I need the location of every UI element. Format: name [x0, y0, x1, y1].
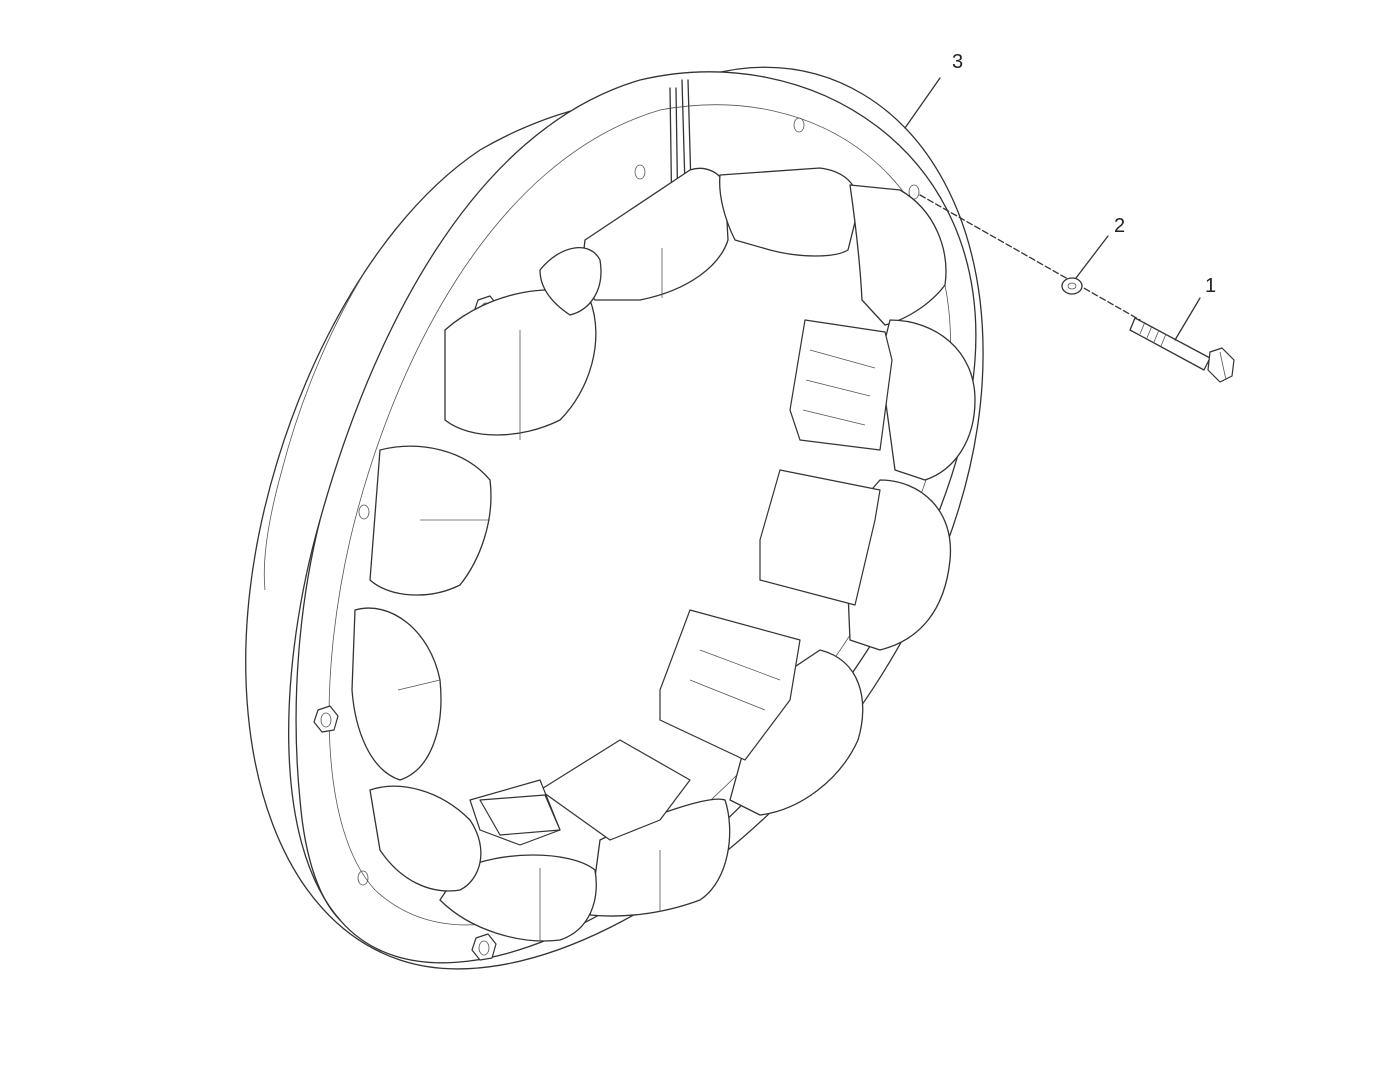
- pole-piece: [539, 739, 691, 841]
- frame-side-band: [295, 519, 341, 921]
- callout-leader-3: [904, 77, 941, 129]
- fastener-assembly: [919, 194, 1235, 383]
- callout-leader-1: [1174, 297, 1201, 341]
- field-coil: [849, 184, 947, 326]
- pole-piece: [789, 319, 893, 451]
- callout-label-1: 1: [1205, 275, 1216, 297]
- hex-nut: [313, 705, 339, 733]
- frame-back-edge: [245, 66, 984, 970]
- field-coil: [351, 607, 442, 781]
- mounting-hole: [357, 870, 369, 886]
- field-coil: [439, 854, 597, 942]
- pole-piece: [479, 794, 561, 836]
- callout-label-2: 2: [1114, 215, 1125, 237]
- field-coil: [444, 289, 597, 436]
- callouts: 3 2 1: [904, 51, 1216, 341]
- mounting-hole: [634, 164, 646, 180]
- field-coil: [719, 167, 859, 257]
- pole-piece: [659, 609, 801, 761]
- hex-nut: [471, 933, 497, 961]
- field-coil: [369, 785, 482, 892]
- pole-piece: [759, 469, 881, 606]
- callout-leader-2: [1075, 235, 1109, 279]
- bolt: [1129, 317, 1235, 383]
- field-coil: [879, 319, 976, 481]
- field-coil: [369, 445, 492, 596]
- callout-label-3: 3: [952, 51, 963, 73]
- mounting-hole: [793, 117, 805, 133]
- washer: [1061, 277, 1083, 295]
- field-coils: [351, 167, 976, 942]
- frame-side-inner: [263, 279, 361, 591]
- field-coil: [539, 247, 602, 316]
- assembly-dashed-line: [919, 194, 1141, 321]
- frame-outer-face: [288, 71, 977, 964]
- mounting-hole: [358, 504, 370, 520]
